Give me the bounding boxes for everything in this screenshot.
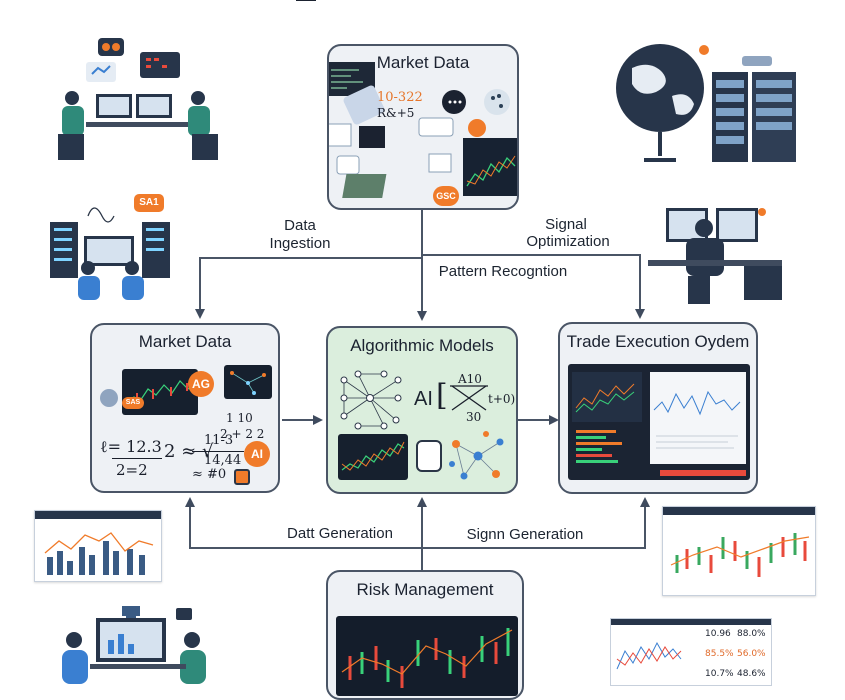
neural-network-icon	[340, 370, 402, 430]
table-cell-r1c1: 10.96	[705, 629, 731, 639]
market-data-collage	[329, 62, 517, 198]
candlestick-card-right	[662, 506, 816, 596]
table-cell-r2c2: 56.0%	[737, 649, 766, 659]
left-eq-5: 14,44	[204, 453, 242, 468]
algo-bracket: [	[436, 378, 448, 413]
algo-chart-screen	[338, 434, 408, 480]
arrow-data-generation	[185, 497, 423, 570]
bar-chart-card	[34, 510, 162, 582]
algorithmic-models-title: Algorithmic Models	[350, 336, 494, 355]
left-eq-2: 2=2	[116, 461, 148, 479]
workstation-illustration-top-left	[58, 38, 218, 160]
algo-frac-top: A10	[458, 372, 482, 386]
robot-icon	[416, 440, 442, 472]
algo-cross-icon	[450, 385, 488, 411]
pattern-recognition-label: Pattern Recogntion	[438, 263, 568, 280]
data-ingestion-label-line2: Ingestion	[269, 235, 331, 252]
table-cell-r1c2: 88.0%	[737, 629, 766, 639]
market-data-left-title: Market Data	[138, 332, 232, 351]
market-data-left-box: Market Data AG SAS 1 10 2 + 2 2 ℓ= 12.3 …	[90, 323, 280, 493]
ai-badge-left: AI	[244, 441, 270, 467]
market-data-top-box: Market Data 10-322 R&+5 GSC	[327, 44, 519, 210]
analyst-desk-illustration	[648, 208, 782, 304]
signal-optimization-label-line2: Optimization	[526, 233, 610, 250]
trade-execution-box: Trade Execution Oydem	[558, 322, 758, 494]
left-eq-6: ≈ #0	[192, 467, 227, 482]
table-cell-r3c2: 48.6%	[737, 669, 766, 679]
camera-icon	[234, 469, 250, 485]
signal-generation-label: Signn Generation	[466, 526, 584, 543]
market-data-top-title: Market Data	[376, 53, 470, 72]
arrow-signal-optimization	[421, 232, 645, 319]
left-eq-1: ℓ= 12.3	[100, 437, 162, 456]
top-code-line-1: 10-322	[377, 90, 423, 105]
table-cell-r3c1: 10.7%	[705, 669, 734, 679]
trade-dashboard-screen	[568, 364, 750, 480]
ag-badge: AG	[188, 371, 214, 397]
cluster-network-icon	[449, 431, 504, 480]
server-operator-illustration	[50, 207, 170, 300]
flow-arrows	[185, 210, 650, 570]
left-eq-fraction-bottom: 2 + 2 2	[220, 427, 265, 441]
sas-small-badge: SAS	[122, 397, 144, 409]
algo-frac-bottom: 30	[466, 410, 482, 424]
data-generation-label: Datt Generation	[287, 525, 393, 542]
table-cell-r2c1: 85.5%	[705, 649, 734, 659]
risk-management-box: Risk Management	[326, 570, 524, 700]
top-code-line-2: R&+5	[377, 106, 415, 120]
algo-t-expr: t+0)	[488, 392, 516, 406]
left-eq-4: 11-3	[204, 433, 234, 448]
arrow-signal-generation	[422, 497, 650, 549]
signal-optimization-label-line1: Signal	[545, 216, 587, 233]
data-ingestion-label-line1: Data	[284, 217, 316, 234]
globe-server-illustration	[616, 44, 796, 162]
risk-management-title: Risk Management	[356, 580, 494, 599]
left-eq-fraction-top: 1 10	[226, 411, 253, 425]
top-gsc-badge: GSC	[433, 186, 459, 206]
left-eq-3: 2 ≈ √	[164, 441, 214, 462]
algorithmic-models-box: Algorithmic Models AI [ A10 t+0) 30	[326, 326, 518, 494]
team-workstation-illustration	[62, 606, 206, 684]
metrics-table-card: 10.96 88.0% 85.5% 56.0% 10.7% 48.6%	[610, 618, 772, 686]
arrow-data-ingestion	[195, 257, 422, 319]
risk-candlestick-screen	[336, 616, 518, 696]
person-icon	[100, 389, 118, 407]
sa1-chat-badge: SA1	[134, 194, 164, 212]
left-network-screen	[224, 365, 272, 399]
trade-execution-title: Trade Execution Oydem	[566, 332, 750, 351]
algo-ai-label: AI	[414, 388, 433, 410]
cropped-heading-fragment	[236, 0, 616, 4]
